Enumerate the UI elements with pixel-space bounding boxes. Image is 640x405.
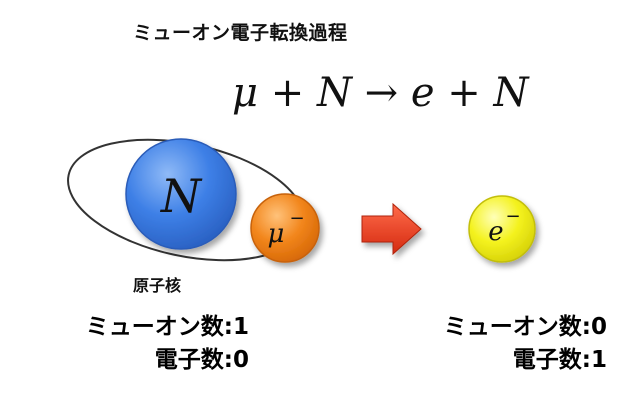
after-electron-number: 電子数:1 — [512, 347, 607, 373]
before-counts: ミューオン数:1 電子数:0 — [44, 311, 249, 377]
after-counts: ミューオン数:0 電子数:1 — [410, 311, 607, 377]
equation-nucleus: N — [316, 70, 352, 116]
nucleus-symbol: N — [160, 169, 203, 223]
electron-symbol: e — [488, 217, 503, 247]
equation-plus: + — [447, 70, 481, 116]
muon — [250, 193, 320, 263]
equation-nucleus: N — [493, 70, 529, 116]
equation-arrow: → — [364, 70, 399, 116]
page-title: ミューオン電子転換過程 — [133, 22, 348, 44]
equation-muon: μ — [232, 70, 258, 116]
electron — [468, 195, 536, 263]
reaction-equation: μ + N → e + N — [232, 70, 529, 116]
muon-charge: − — [289, 208, 304, 229]
equation-electron: e — [410, 70, 435, 116]
before-electron-number: 電子数:0 — [154, 347, 249, 373]
equation-plus: + — [270, 70, 305, 116]
conversion-arrow — [361, 202, 422, 256]
after-muon-number: ミューオン数:0 — [443, 314, 607, 340]
muon-symbol: μ — [268, 219, 285, 249]
before-muon-number: ミューオン数:1 — [85, 314, 249, 340]
electron-charge: − — [505, 206, 520, 227]
nucleus — [125, 138, 237, 250]
nucleus-caption: 原子核 — [133, 276, 182, 295]
